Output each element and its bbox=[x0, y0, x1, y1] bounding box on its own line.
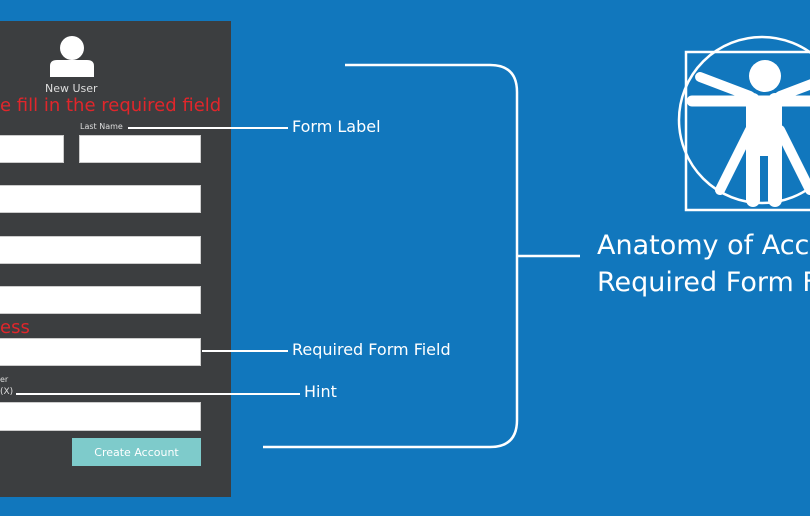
last-name-input[interactable] bbox=[79, 135, 201, 163]
error-message: e fill in the required field bbox=[0, 95, 222, 116]
title-line-2: Required Form Fi bbox=[597, 267, 810, 298]
annotation-required-field: Required Form Field bbox=[292, 340, 451, 359]
annotation-hint: Hint bbox=[304, 382, 337, 401]
last-name-label: Last Name bbox=[80, 122, 123, 131]
form-header: New User bbox=[45, 82, 98, 95]
text-input-4[interactable] bbox=[0, 236, 201, 264]
phone-label: er bbox=[0, 375, 9, 384]
title-line-1: Anatomy of Acce bbox=[597, 230, 810, 261]
first-name-input[interactable] bbox=[0, 135, 64, 163]
create-account-button[interactable]: Create Account bbox=[72, 438, 201, 466]
hint-text: (X) bbox=[0, 387, 14, 397]
text-input-5[interactable] bbox=[0, 286, 201, 314]
signup-form-panel: New User e fill in the required field La… bbox=[0, 21, 231, 497]
phone-input[interactable] bbox=[0, 402, 201, 431]
vitruvian-accessibility-icon bbox=[677, 35, 810, 212]
annotation-form-label: Form Label bbox=[292, 117, 381, 136]
email-input-required[interactable] bbox=[0, 338, 201, 366]
text-input-3[interactable] bbox=[0, 185, 201, 213]
user-avatar-icon bbox=[50, 36, 94, 77]
email-label: ess bbox=[0, 317, 30, 338]
